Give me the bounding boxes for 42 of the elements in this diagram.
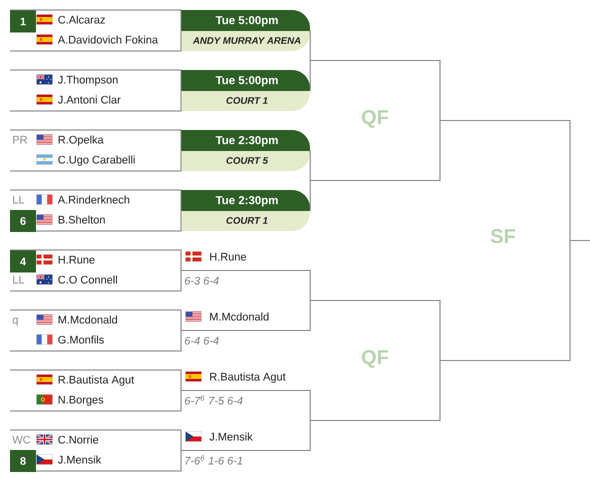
match-box: q M.Mcdonald G.Monfils [10, 309, 182, 352]
match-score: 6-7$^{6}$ 7-5 6-4 [184, 395, 243, 405]
match-box: J.Thompson J.Antoni Clar [10, 69, 182, 112]
match-box: R.Bautista Agut N.Borges [10, 369, 182, 412]
schedule-box: Tue 5:00pm ANDY MURRAY ARENA [181, 10, 310, 51]
schedule-box: Tue 2:30pm COURT 1 [181, 190, 310, 231]
seed-badge: 1 [10, 10, 36, 32]
bracket-line [310, 30, 311, 90]
node-label: G.Monfils [58, 336, 104, 344]
bracket-line [181, 270, 311, 332]
player-name: J.Mensik [209, 432, 253, 441]
node-label: R.Opelka [58, 136, 104, 146]
node-label: WC [12, 436, 30, 444]
player-name: H.Rune [210, 252, 246, 261]
match-score: 6-4 6-4 [184, 336, 219, 345]
node-label: C.Ugo Carabelli [58, 156, 135, 166]
node-label: q [12, 318, 18, 326]
schedule-box: Tue 5:00pm COURT 1 [181, 70, 310, 111]
schedule-box: Tue 2:30pm COURT 5 [181, 130, 310, 171]
bracket-line [181, 390, 311, 452]
match-score: 6-3 6-4 [184, 276, 219, 285]
node-label: M.Mcdonald [58, 316, 117, 324]
node-label: J.Mensik [58, 456, 102, 464]
node-label: B.Shelton [58, 216, 105, 224]
node-label: A.Rinderknech [58, 196, 130, 204]
match-score: 7-6$^{6}$ 1-6 6-1 [185, 455, 242, 465]
seed-badge: 6 [10, 210, 36, 232]
bracket-line [310, 150, 311, 210]
node-label: C.O Connell [58, 276, 117, 284]
seed-badge: 8 [10, 450, 36, 472]
player-name: M.Mcdonald [210, 312, 268, 321]
node-label: PR [13, 136, 28, 144]
round-label: QF [362, 110, 388, 128]
match-box: PR R.Opelka C.Ugo Carabelli [10, 129, 182, 172]
round-label: QF [362, 350, 388, 368]
node-label: C.Norrie [58, 436, 98, 444]
node-label: LL [13, 276, 24, 284]
node-label: LL [13, 196, 24, 204]
node-label: H.Rune [58, 256, 95, 264]
player-name: R.Bautista Agut [210, 372, 286, 383]
round-label: SF [490, 229, 516, 244]
seed-badge: 4 [10, 250, 36, 272]
